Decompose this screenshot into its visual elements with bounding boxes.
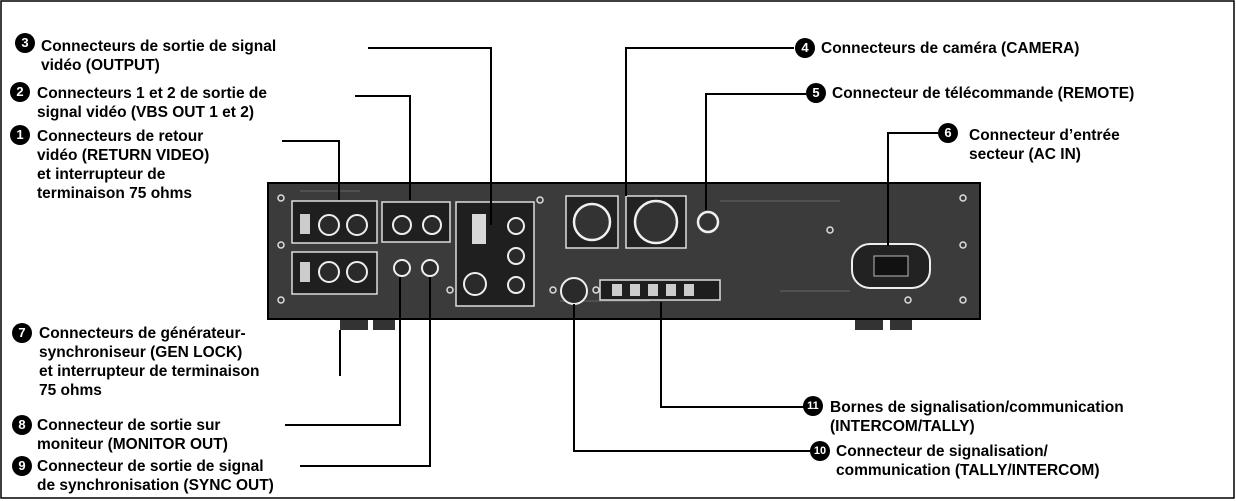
label-return-video: Connecteurs de retour vidéo (RETURN VIDE…: [37, 127, 209, 203]
gen-lock-connector: [319, 262, 339, 282]
label-remote: Connecteur de télécommande (REMOTE): [832, 84, 1134, 103]
vbs-out-connector: [393, 216, 411, 234]
callout-number: 3: [15, 33, 35, 53]
callout-number: 9: [12, 456, 32, 476]
label-line: Connecteur de signalisation/: [836, 442, 1100, 461]
label-line: 75 ohms: [39, 381, 259, 400]
label-line: et interrupteur de: [37, 165, 209, 184]
label-line: Connecteur de sortie de signal: [37, 457, 274, 476]
label-line: Connecteur de télécommande (REMOTE): [832, 84, 1134, 103]
callout-number: 6: [938, 123, 958, 143]
label-line: signal vidéo (VBS OUT 1 et 2): [37, 103, 267, 122]
monitor-out-connector: [394, 260, 410, 276]
camera-connector: [635, 201, 677, 243]
callout-number: 8: [12, 415, 32, 435]
output-connector: [508, 277, 524, 293]
label-line: de synchronisation (SYNC OUT): [37, 476, 274, 495]
label-vbs-out: Connecteurs 1 et 2 de sortie de signal v…: [37, 84, 267, 122]
camera-connector: [574, 204, 610, 240]
callout-number: 10: [810, 441, 830, 461]
label-line: vidéo (RETURN VIDEO): [37, 146, 209, 165]
label-line: moniteur (MONITOR OUT): [37, 435, 228, 454]
label-intercom-tally: Bornes de signalisation/communication (I…: [830, 398, 1124, 436]
gen-lock-connector: [347, 262, 367, 282]
return-video-connector: [347, 215, 367, 235]
label-tally-intercom: Connecteur de signalisation/ communicati…: [836, 442, 1100, 480]
label-line: Connecteurs de retour: [37, 127, 209, 146]
return-video-connector: [319, 215, 339, 235]
label-sync-out: Connecteur de sortie de signal de synchr…: [37, 457, 274, 495]
label-line: communication (TALLY/INTERCOM): [836, 461, 1100, 480]
label-line: vidéo (OUTPUT): [41, 56, 276, 75]
label-camera: Connecteurs de caméra (CAMERA): [821, 39, 1079, 58]
tally-intercom-connector: [561, 278, 587, 304]
label-line: (INTERCOM/TALLY): [830, 417, 1124, 436]
sync-out-connector: [422, 260, 438, 276]
vbs-out-connector: [423, 216, 441, 234]
label-line: Connecteurs 1 et 2 de sortie de: [37, 84, 267, 103]
label-output: Connecteurs de sortie de signal vidéo (O…: [41, 37, 276, 75]
callout-number: 11: [803, 396, 823, 416]
callout-number: 2: [10, 82, 30, 102]
label-line: et interrupteur de terminaison: [39, 362, 259, 381]
label-line: secteur (AC IN): [969, 145, 1120, 164]
label-line: synchroniseur (GEN LOCK): [39, 343, 259, 362]
label-monitor-out: Connecteur de sortie sur moniteur (MONIT…: [37, 416, 228, 454]
callout-number: 1: [10, 125, 30, 145]
remote-connector: [698, 212, 718, 232]
label-line: Connecteurs de générateur-: [39, 324, 259, 343]
label-line: Connecteur de sortie sur: [37, 416, 228, 435]
output-connector: [508, 218, 524, 234]
callout-number: 4: [795, 38, 815, 58]
label-line: Bornes de signalisation/communication: [830, 398, 1124, 417]
callout-number: 7: [12, 323, 32, 343]
callout-number: 5: [806, 83, 826, 103]
label-line: terminaison 75 ohms: [37, 184, 209, 203]
label-gen-lock: Connecteurs de générateur- synchroniseur…: [39, 324, 259, 400]
label-ac-in: Connecteur d’entrée secteur (AC IN): [969, 126, 1120, 164]
label-line: Connecteur d’entrée: [969, 126, 1120, 145]
output-connector: [508, 248, 524, 264]
label-line: Connecteurs de sortie de signal: [41, 37, 276, 56]
label-line: Connecteurs de caméra (CAMERA): [821, 39, 1079, 58]
